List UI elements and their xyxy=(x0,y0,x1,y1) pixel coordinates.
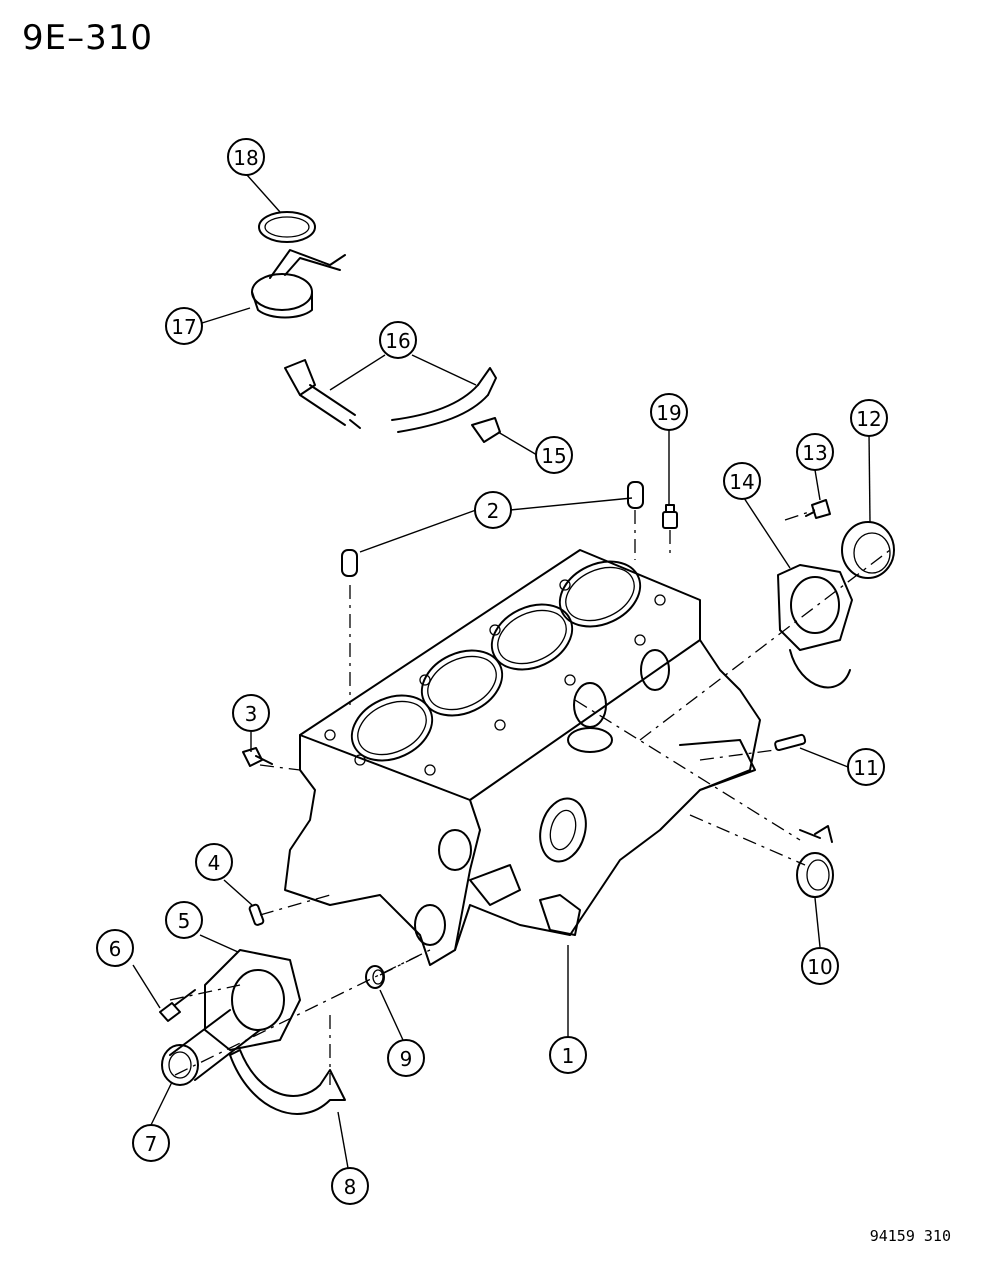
callout-10: 10 xyxy=(801,947,839,985)
rear-seal-part xyxy=(796,852,834,898)
dipstick-cap-part xyxy=(251,249,346,319)
callout-18: 18 xyxy=(227,138,265,176)
svg-text:3: 3 xyxy=(245,702,258,726)
callout-1: 1 xyxy=(549,1036,587,1074)
callout-19: 19 xyxy=(650,393,688,431)
dipstick-tube-part xyxy=(284,359,497,433)
rear-retainer-part xyxy=(777,564,853,689)
pin-part-11 xyxy=(774,733,807,752)
callout-5: 5 xyxy=(165,901,203,939)
callout-4: 4 xyxy=(195,843,233,881)
callout-7: 7 xyxy=(132,1124,170,1162)
svg-text:14: 14 xyxy=(729,470,754,494)
bolt-part-13 xyxy=(805,499,831,519)
callout-8: 8 xyxy=(331,1167,369,1205)
callout-9: 9 xyxy=(387,1039,425,1077)
bolt-part-3 xyxy=(242,747,273,767)
front-cover-part xyxy=(161,949,301,1086)
svg-text:4: 4 xyxy=(208,851,221,875)
gasket-part-8 xyxy=(229,1049,346,1115)
callout-2: 2 xyxy=(474,491,512,529)
callout-12: 12 xyxy=(850,399,888,437)
callout-11: 11 xyxy=(847,748,885,786)
assembly-center-lines xyxy=(169,509,891,1085)
pin-part-4 xyxy=(248,903,265,926)
sensor-part-19 xyxy=(662,504,678,529)
svg-text:1: 1 xyxy=(562,1044,575,1068)
svg-text:12: 12 xyxy=(856,407,881,431)
callout-15: 15 xyxy=(535,436,573,474)
callout-13: 13 xyxy=(796,433,834,471)
engine-block xyxy=(284,549,761,966)
page-code: 9E–310 xyxy=(22,18,154,58)
svg-text:8: 8 xyxy=(344,1175,357,1199)
callout-3: 3 xyxy=(232,694,270,732)
svg-text:13: 13 xyxy=(802,441,827,465)
dowel-pin-part xyxy=(341,481,644,577)
svg-text:19: 19 xyxy=(656,401,681,425)
svg-text:16: 16 xyxy=(385,329,410,353)
svg-text:6: 6 xyxy=(109,937,122,961)
plug-part-9 xyxy=(365,965,385,989)
callout-16: 16 xyxy=(379,321,417,359)
figure-code: 94159 310 xyxy=(869,1227,951,1245)
svg-text:7: 7 xyxy=(145,1132,158,1156)
svg-text:10: 10 xyxy=(807,955,832,979)
clip-part-15 xyxy=(471,417,501,443)
callout-6: 6 xyxy=(96,929,134,967)
bolt-near-11 xyxy=(799,825,833,843)
svg-text:9: 9 xyxy=(400,1047,413,1071)
callout-14: 14 xyxy=(723,462,761,500)
bolt-part-6 xyxy=(159,989,196,1022)
svg-text:2: 2 xyxy=(487,499,500,523)
svg-text:15: 15 xyxy=(541,444,566,468)
o-ring-part-18 xyxy=(258,211,316,243)
svg-text:18: 18 xyxy=(233,146,258,170)
callout-17: 17 xyxy=(165,307,203,345)
svg-text:17: 17 xyxy=(171,315,196,339)
leader-lines xyxy=(132,174,871,1169)
svg-text:11: 11 xyxy=(853,756,878,780)
seal-ring-part-12 xyxy=(841,521,895,579)
svg-text:5: 5 xyxy=(178,909,191,933)
